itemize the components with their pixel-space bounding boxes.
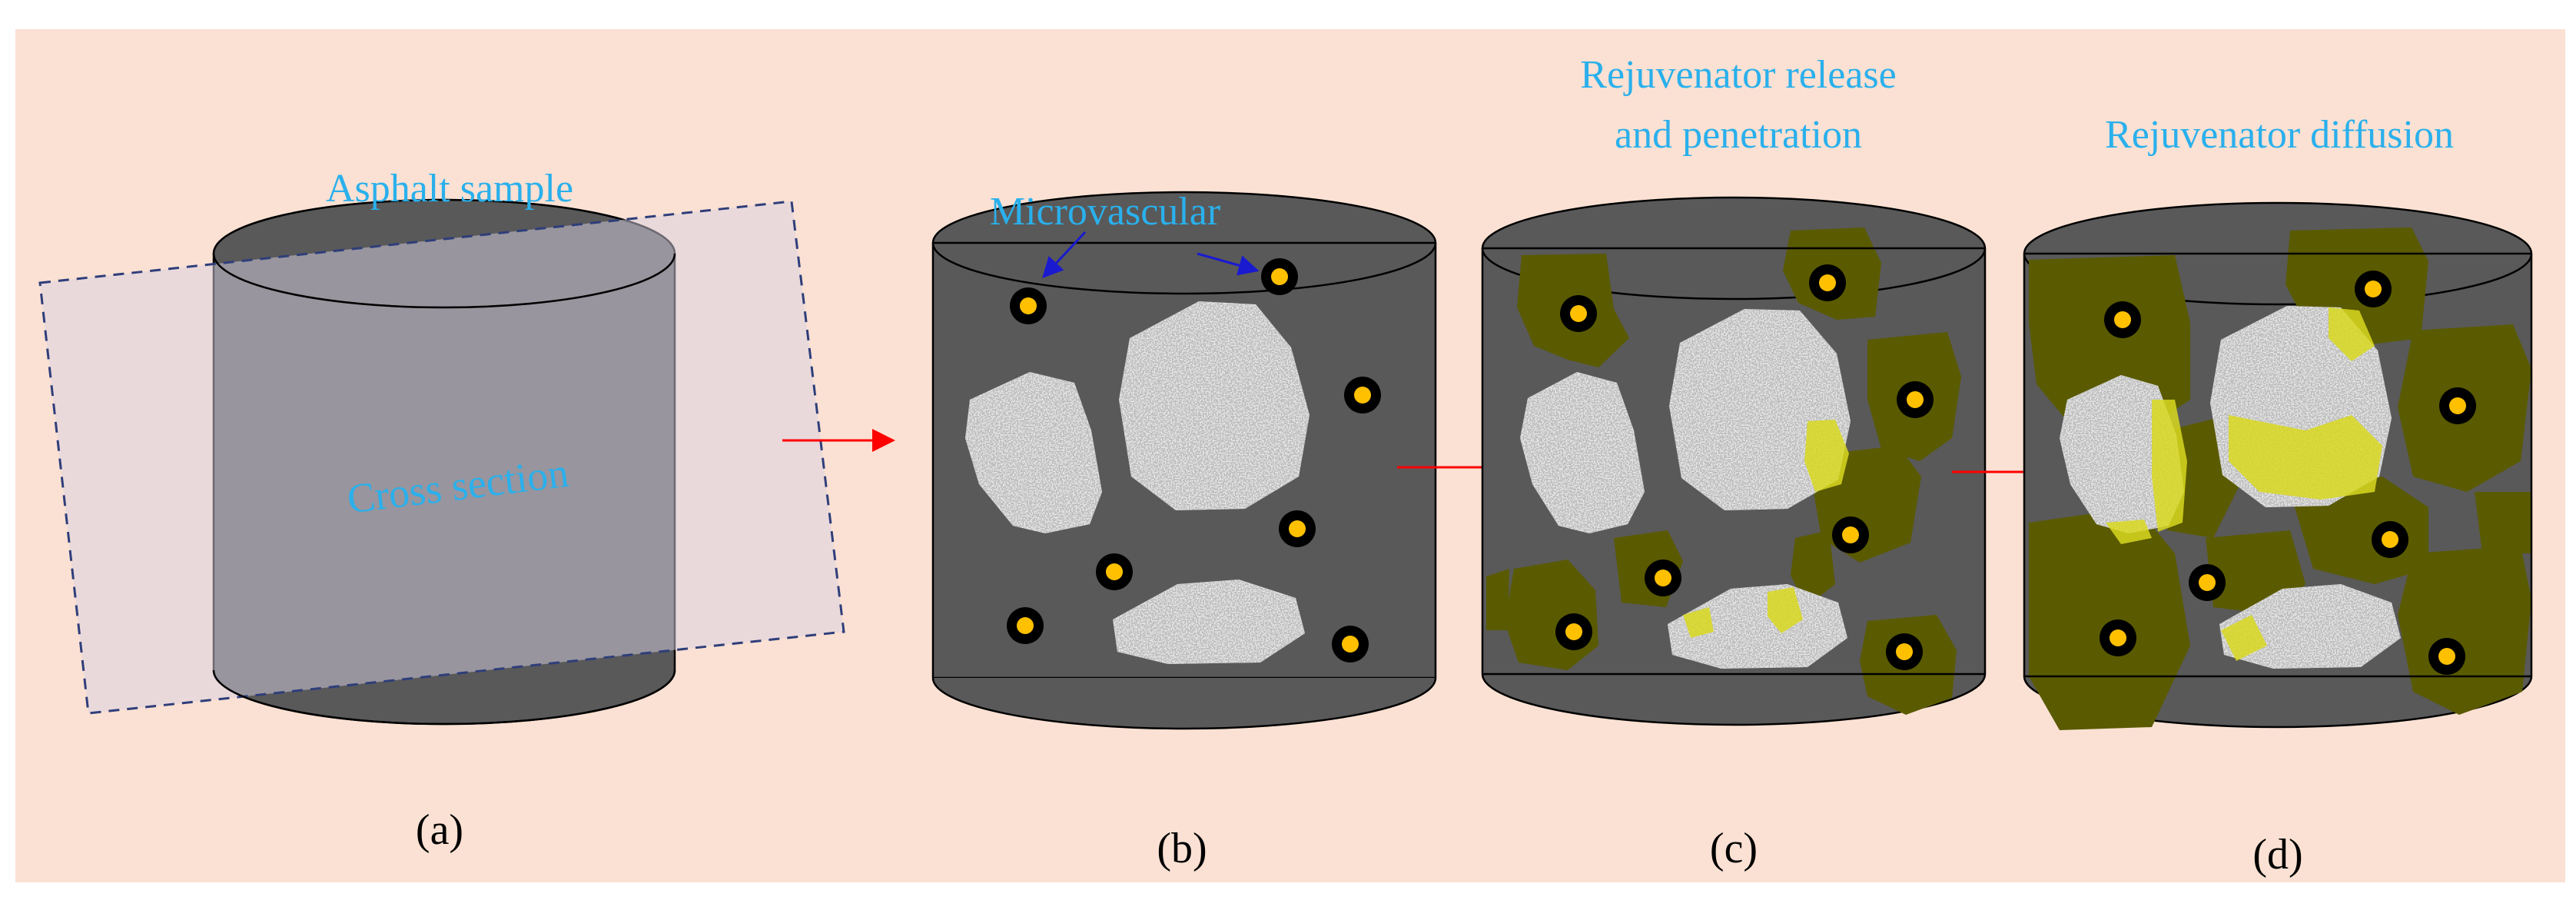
microvascular-label: Microvascular — [990, 190, 1220, 234]
caption-a: (a) — [416, 806, 463, 854]
release-label-line2: and penetration — [1615, 113, 1862, 157]
panel-b-aggregates — [965, 301, 1310, 664]
panel-d-microvasculars — [2100, 271, 2476, 675]
diffusion-label: Rejuvenator diffusion — [2105, 113, 2454, 157]
panel-c-penetrated-zones — [1683, 420, 1849, 638]
caption-b: (b) — [1157, 825, 1207, 872]
caption-c: (c) — [1710, 825, 1758, 872]
microvascular-pointer-left — [1042, 231, 1087, 278]
release-label-line1: Rejuvenator release — [1580, 53, 1896, 97]
panel-b-microvasculars — [1007, 258, 1381, 663]
panel-d-penetrated-zones — [2106, 307, 2382, 661]
panel-a-cross-section-plane — [38, 200, 845, 726]
asphalt-sample-label: Asphalt sample — [326, 167, 573, 211]
microvascular-pointer-right — [1197, 252, 1260, 276]
panel-c-microvasculars — [1555, 264, 1934, 670]
caption-d: (d) — [2252, 831, 2302, 878]
